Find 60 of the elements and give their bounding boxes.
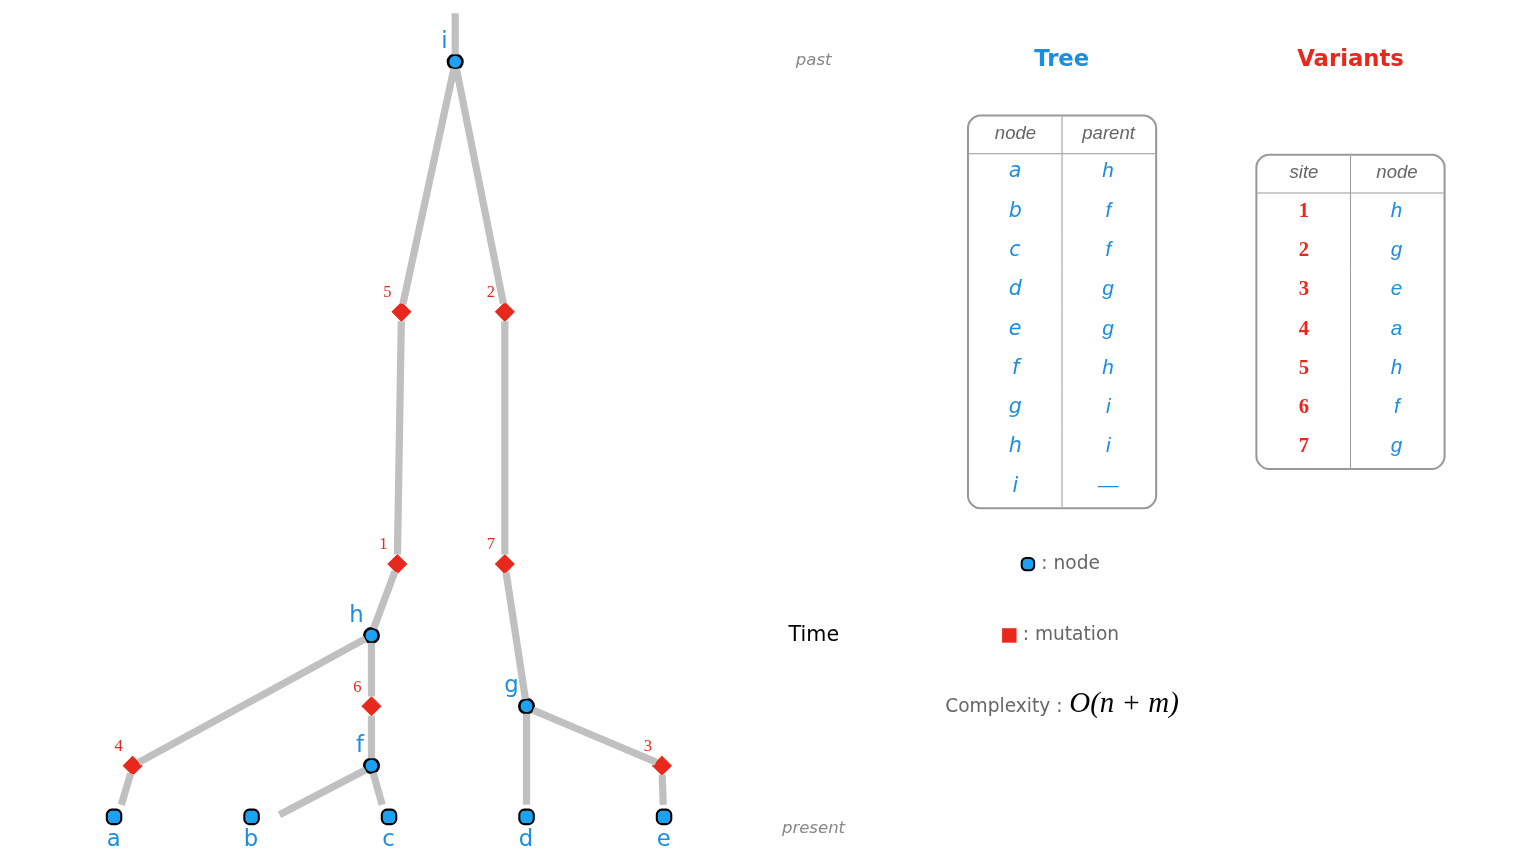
label: site	[1288, 160, 1318, 182]
label: 3	[1298, 277, 1309, 300]
label: past	[795, 49, 832, 69]
label: i	[1011, 472, 1018, 497]
label: a	[1008, 158, 1021, 183]
node-label: c	[381, 825, 395, 852]
node-label: f	[355, 730, 364, 757]
node-label: 3	[643, 736, 652, 756]
label: O(n + m)	[1068, 686, 1179, 719]
label: Variants	[1296, 45, 1404, 72]
label: a	[1390, 315, 1402, 339]
label: 2	[1298, 238, 1309, 261]
node-label: g	[503, 671, 519, 698]
label: f	[1393, 394, 1400, 418]
label: 6	[1298, 395, 1309, 418]
label: Complexity :	[944, 695, 1062, 717]
label: d	[1008, 276, 1022, 301]
node-label: i	[440, 26, 448, 53]
node-label: 1	[378, 534, 387, 554]
label: parent	[1081, 121, 1135, 143]
label: node	[1375, 160, 1418, 182]
node-label: a	[106, 825, 121, 852]
label: g	[1101, 276, 1114, 300]
label: h	[1101, 354, 1114, 378]
label: i	[1105, 394, 1111, 418]
label: g	[1390, 433, 1402, 457]
node-label: 6	[352, 676, 362, 696]
node-label: b	[243, 825, 258, 852]
label: h	[1390, 197, 1402, 221]
label: present	[781, 818, 845, 838]
label: 1	[1298, 198, 1309, 221]
label: g	[1008, 394, 1022, 419]
label: e	[1390, 276, 1402, 300]
label: Tree	[1033, 45, 1089, 72]
label: node	[994, 121, 1036, 143]
node-label: e	[656, 825, 671, 852]
label: i	[1105, 433, 1111, 457]
node-label: 5	[382, 282, 392, 302]
label: h	[1008, 433, 1022, 458]
label: f	[1104, 237, 1111, 261]
label: f	[1104, 197, 1111, 221]
label: g	[1390, 237, 1402, 261]
label: 5	[1298, 355, 1309, 378]
legend-label: : node	[1040, 551, 1100, 573]
label: g	[1101, 315, 1114, 339]
node-label: 7	[486, 534, 495, 554]
label: c	[1008, 237, 1021, 262]
label: 7	[1298, 434, 1309, 457]
node-label: h	[348, 600, 364, 627]
label: e	[1008, 315, 1022, 340]
label: b	[1008, 197, 1022, 222]
node-label: 2	[486, 282, 495, 302]
label: h	[1390, 354, 1402, 378]
label: —	[1097, 472, 1118, 496]
node-label: 4	[114, 736, 123, 756]
label: 4	[1298, 316, 1309, 339]
label: h	[1101, 158, 1114, 182]
label: Time	[788, 621, 839, 646]
legend-label: : mutation	[1022, 623, 1119, 644]
node-label: d	[518, 825, 533, 852]
